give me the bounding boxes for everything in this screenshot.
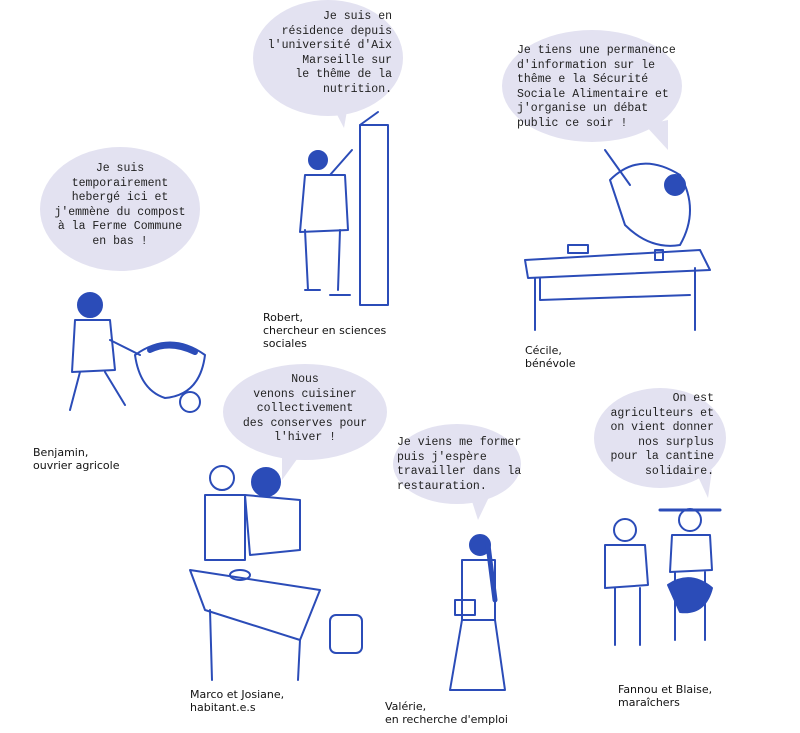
figure-benjamin [69,292,206,413]
figure-robert [299,111,389,306]
speech-text-marco: Nous venons cuisiner collectivement des … [242,373,368,444]
caption-robert: Robert, chercheur en sciences sociales [263,311,386,350]
caption-role: maraîchers [618,696,680,709]
speech-text-benjamin: Je suis temporairement hebergé ici et j'… [54,162,186,248]
speech-bubble-cecile [502,30,682,150]
speech-text-cecile: Je tiens une permanence d'information su… [517,44,676,130]
caption-role-cont: sociales [263,337,307,350]
speech-bubble-valerie [393,424,521,520]
caption-marco-josiane: Marco et Josiane, habitant.e.s [190,688,284,714]
caption-name: Benjamin, [33,446,89,459]
speech-text-valerie: Je viens me former puis j'espère travail… [397,436,522,493]
figure-marco-josiane [189,465,363,681]
caption-role: bénévole [525,357,576,370]
caption-role: en recherche d'emploi [385,713,508,726]
caption-name: Cécile, [525,344,562,357]
speech-bubbles [40,0,726,520]
caption-name: Marco et Josiane, [190,688,285,701]
speech-bubble-robert [253,0,403,128]
figure-cecile [524,149,711,331]
caption-role: ouvrier agricole [33,459,120,472]
caption-name: Robert, [263,311,303,324]
caption-valerie: Valérie, en recherche d'emploi [385,700,508,726]
caption-role: habitant.e.s [190,701,256,714]
figure-valerie [449,534,506,691]
caption-role: chercheur en sciences [263,324,387,337]
figure-fannou-blaise [604,508,722,646]
caption-fannou-blaise: Fannou et Blaise, maraîchers [618,683,712,709]
speech-bubble-fannou [594,388,726,498]
caption-benjamin: Benjamin, ouvrier agricole [33,446,119,472]
caption-name: Valérie, [385,700,427,713]
speech-text-robert: Je suis en résidence depuis l'université… [267,10,392,96]
caption-name: Fannou et Blaise, [618,683,713,696]
speech-text-fannou: On est agriculteurs et on vient donner n… [610,392,714,478]
caption-cecile: Cécile, bénévole [525,344,576,370]
speech-bubble-marco [223,364,387,480]
speech-bubble-benjamin [40,147,200,271]
